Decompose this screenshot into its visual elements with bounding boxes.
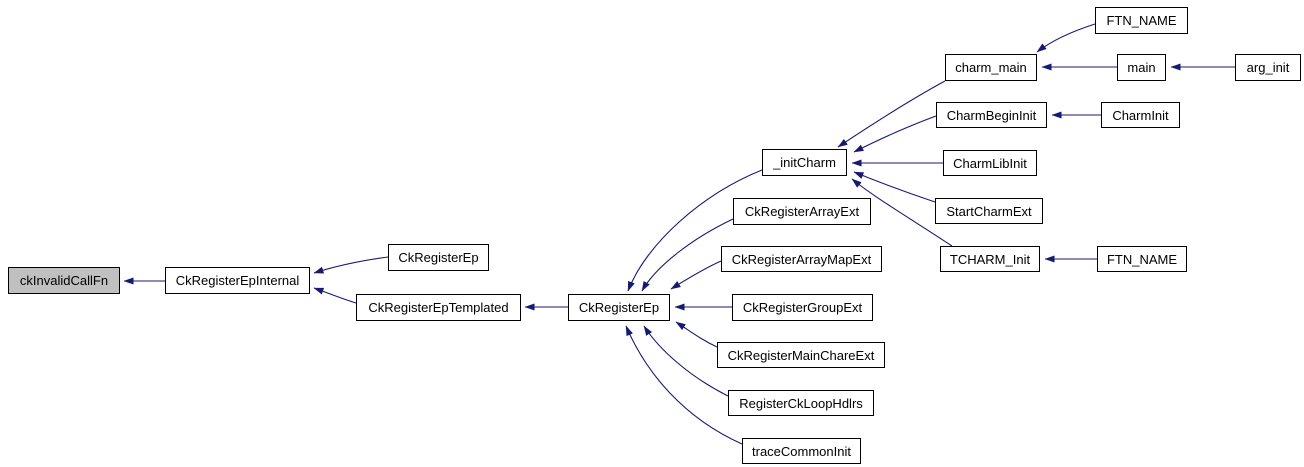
node-charm_main[interactable]: charm_main bbox=[945, 54, 1037, 81]
node-CkRegisterEp-upper[interactable]: CkRegisterEp bbox=[388, 244, 489, 271]
node-CharmLibInit[interactable]: CharmLibInit bbox=[943, 150, 1037, 176]
node-traceCommonInit[interactable]: traceCommonInit bbox=[742, 438, 861, 464]
node-label: StartCharmExt bbox=[946, 203, 1032, 219]
edge-traceCommonInit-to-CkRegisterEp2 bbox=[625, 325, 743, 445]
node-label: CkRegisterMainChareExt bbox=[727, 347, 875, 363]
node-label: ckInvalidCallFn bbox=[19, 273, 109, 288]
edge-charm_main-to-initCharm bbox=[837, 80, 946, 148]
node-CkRegisterEpTemplated[interactable]: CkRegisterEpTemplated bbox=[356, 294, 521, 321]
node-CharmInit[interactable]: CharmInit bbox=[1101, 102, 1180, 128]
edge-TCHARM_Init-to-initCharm bbox=[851, 178, 953, 247]
edge-CkRegisterArrayMapExt-to-CkRegisterEp2 bbox=[670, 260, 722, 290]
node-label: CharmLibInit bbox=[953, 155, 1027, 171]
node-ckInvalidCallFn: ckInvalidCallFn bbox=[8, 267, 120, 294]
edge-FTN_NAME1-to-charm_main bbox=[1036, 23, 1096, 53]
node-StartCharmExt[interactable]: StartCharmExt bbox=[935, 198, 1043, 224]
node-label: CkRegisterGroupExt bbox=[742, 300, 863, 315]
node-CharmBeginInit[interactable]: CharmBeginInit bbox=[936, 102, 1047, 128]
node-label: _initCharm bbox=[773, 155, 836, 170]
node-CkRegisterMainChareExt[interactable]: CkRegisterMainChareExt bbox=[717, 342, 885, 368]
node-CkRegisterGroupExt[interactable]: CkRegisterGroupExt bbox=[732, 294, 873, 321]
node-label: TCHARM_Init bbox=[949, 251, 1031, 267]
node-label: CharmInit bbox=[1112, 107, 1169, 123]
node-label: CharmBeginInit bbox=[946, 107, 1037, 123]
node-CkRegisterArrayExt[interactable]: CkRegisterArrayExt bbox=[733, 198, 871, 225]
node-label: arg_init bbox=[1246, 60, 1290, 75]
node-label: CkRegisterEpTemplated bbox=[368, 300, 509, 315]
node-label: FTN_NAME bbox=[1106, 251, 1178, 267]
node-FTN_NAME-lower[interactable]: FTN_NAME bbox=[1097, 246, 1187, 272]
node-label: CkRegisterEpInternal bbox=[175, 273, 300, 288]
node-label: CkRegisterArrayExt bbox=[744, 204, 860, 219]
edge-CkRegisterEp1-to-CkRegisterEpInternal bbox=[313, 256, 389, 274]
node-label: traceCommonInit bbox=[752, 443, 851, 459]
node-CkRegisterEpInternal[interactable]: CkRegisterEpInternal bbox=[165, 267, 310, 294]
edge-RegisterCkLoopHdlrs-to-CkRegisterEp2 bbox=[643, 325, 729, 397]
edge-CkRegisterEpTemplated-to-CkRegisterEpInternal bbox=[313, 287, 357, 304]
node-main[interactable]: main bbox=[1117, 54, 1166, 81]
node-label: CkRegisterArrayMapExt bbox=[731, 251, 872, 267]
node-label: CkRegisterEp bbox=[578, 300, 660, 315]
node-FTN_NAME-upper[interactable]: FTN_NAME bbox=[1095, 7, 1188, 34]
node-TCHARM_Init[interactable]: TCHARM_Init bbox=[940, 246, 1040, 272]
edge-StartCharmExt-to-initCharm bbox=[853, 171, 936, 203]
node-label: FTN_NAME bbox=[1106, 13, 1177, 28]
node-CkRegisterEp[interactable]: CkRegisterEp bbox=[568, 294, 670, 321]
node-label: CkRegisterEp bbox=[398, 250, 479, 265]
node-label: charm_main bbox=[955, 60, 1027, 75]
edge-initCharm-to-CkRegisterEp2 bbox=[627, 169, 763, 292]
node-initCharm[interactable]: _initCharm bbox=[762, 149, 847, 176]
edge-CkRegisterMainChareExt-to-CkRegisterEp2 bbox=[675, 321, 718, 348]
edge-CkRegisterArrayExt-to-CkRegisterEp2 bbox=[641, 218, 734, 292]
node-RegisterCkLoopHdlrs[interactable]: RegisterCkLoopHdlrs bbox=[728, 390, 874, 416]
node-arg_init[interactable]: arg_init bbox=[1235, 54, 1301, 81]
node-label: RegisterCkLoopHdlrs bbox=[739, 395, 863, 411]
node-CkRegisterArrayMapExt[interactable]: CkRegisterArrayMapExt bbox=[721, 246, 882, 272]
node-label: main bbox=[1127, 60, 1156, 75]
edge-CharmBeginInit-to-initCharm bbox=[853, 115, 937, 153]
